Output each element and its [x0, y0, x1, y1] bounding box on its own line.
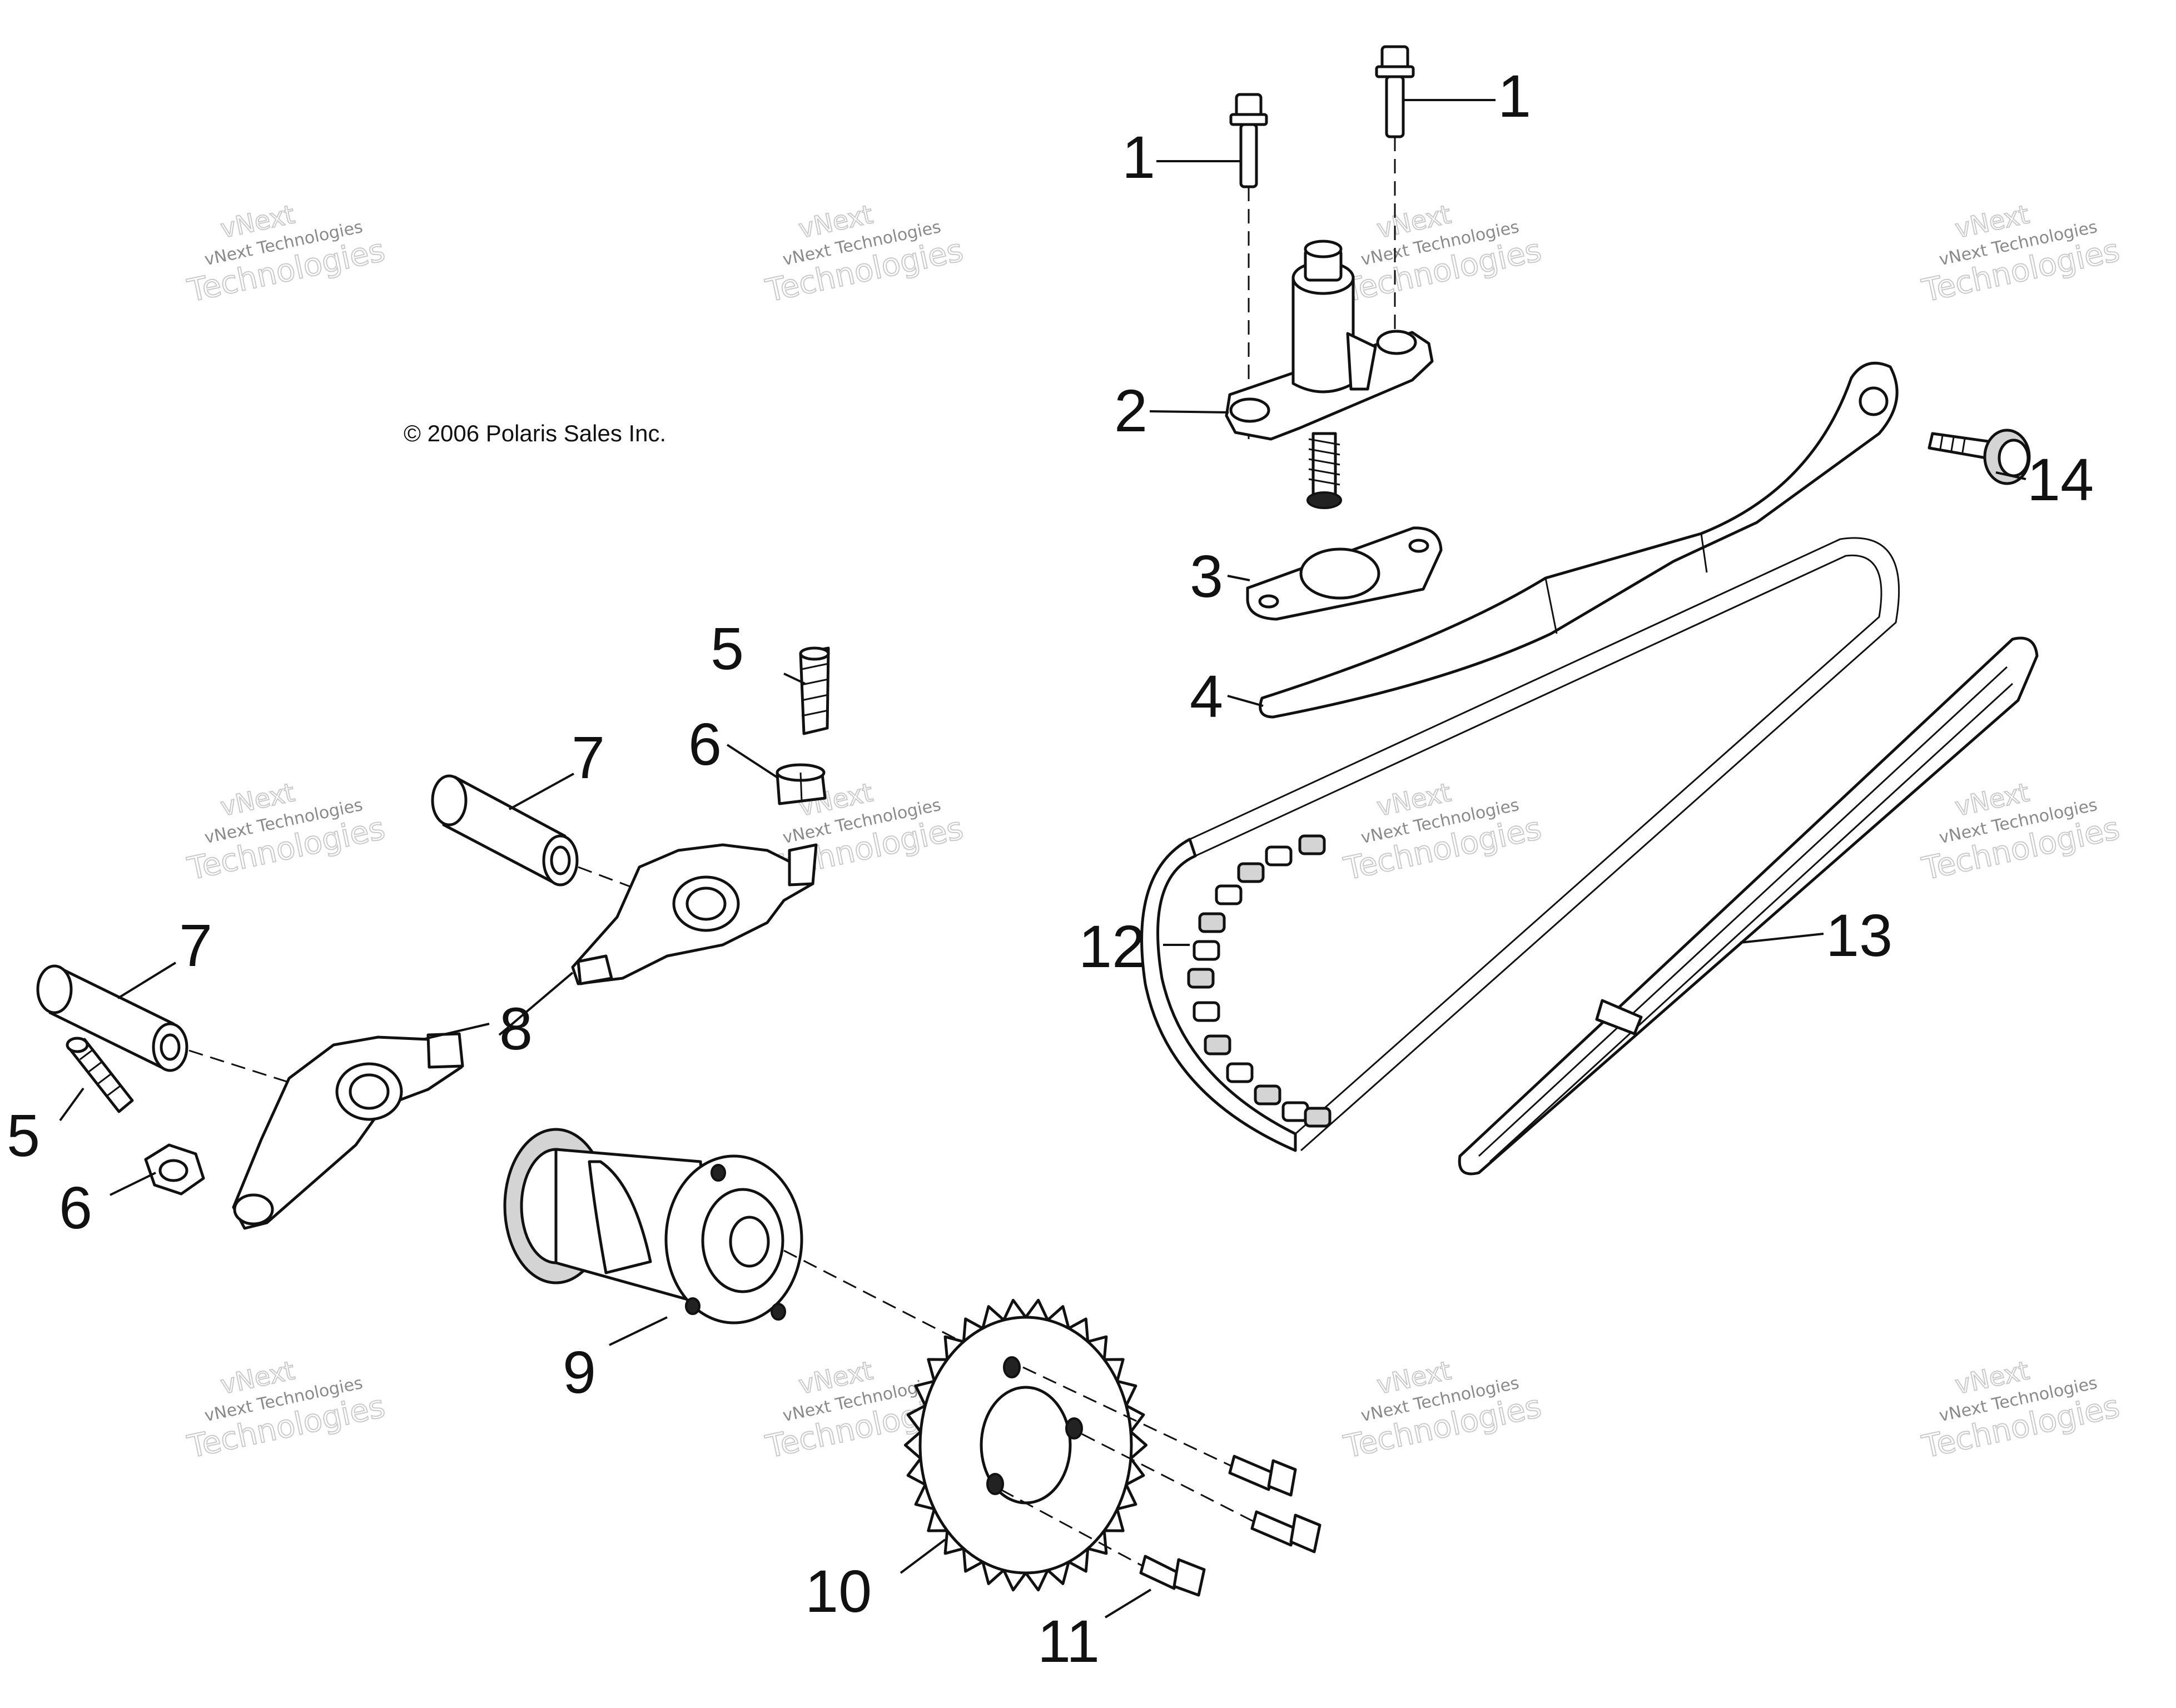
leader-lines: [59, 99, 2026, 1619]
chain-link: [1204, 1034, 1231, 1055]
chain-link-group: [1187, 834, 1332, 1128]
part-11-sprocket-bolt-upper: [1022, 1366, 1297, 1497]
part-5-adjuster-screw-upper: [799, 646, 830, 735]
callout-9: 9: [563, 1338, 596, 1406]
tensioner-spring: [1306, 432, 1342, 509]
chain-link: [1226, 1062, 1254, 1083]
part-13-chain-guide: [1458, 636, 2039, 1176]
part-4-tensioner-guide: [1259, 361, 1899, 719]
callout-8: 8: [499, 995, 533, 1062]
callout-7-upper: 7: [572, 724, 605, 791]
callout-6-lower: 6: [59, 1174, 92, 1241]
callout-7-lower: 7: [179, 912, 212, 979]
callout-14: 14: [2027, 446, 2094, 513]
callout-1-left: 1: [1122, 123, 1155, 191]
part-8-rocker-arm-upper: [571, 843, 818, 985]
callout-10: 10: [805, 1557, 872, 1625]
chain-link: [1265, 845, 1293, 867]
callout-3: 3: [1190, 542, 1223, 610]
callout-4: 4: [1190, 663, 1223, 730]
chain-link: [1237, 862, 1265, 883]
part-5-adjuster-screw-lower: [66, 1037, 134, 1113]
part-12-cam-chain: [1140, 537, 1900, 1152]
part-9-camshaft: [503, 1128, 1001, 1363]
callout-5-upper: 5: [711, 615, 744, 682]
part-6-locknut-upper: [776, 763, 827, 805]
part-6-locknut-lower: [144, 1143, 205, 1196]
chain-link: [1187, 968, 1215, 989]
chain-link: [1298, 834, 1326, 855]
chain-link: [1193, 940, 1220, 961]
chain-link: [1304, 1107, 1332, 1128]
callout-6-upper: 6: [688, 710, 722, 778]
chain-link: [1254, 1084, 1281, 1106]
callout-5-lower: 5: [7, 1102, 40, 1169]
chain-link: [1215, 884, 1243, 905]
chain-link: [1198, 912, 1226, 933]
callout-1-right: 1: [1498, 62, 1531, 130]
callout-numbers: 1 1 2 3 4 14 5 6 7 7 8 5 6 9 10 11 12 13: [7, 62, 2094, 1675]
part-14-pivot-bolt: [1927, 429, 2031, 485]
callout-2: 2: [1114, 377, 1147, 444]
part-11-sprocket-bolt-middle: [1081, 1433, 1322, 1553]
callout-13: 13: [1826, 902, 1892, 969]
part-7-rocker-shaft-lower: [36, 964, 312, 1090]
part-11-sprocket-bolt-lower: [1000, 1488, 1206, 1597]
part-2-chain-tensioner: [1225, 240, 1434, 509]
copyright-notice: © 2006 Polaris Sales Inc.: [404, 420, 666, 446]
part-8-rocker-arm-lower: [232, 1032, 464, 1230]
part-1-bolt-right: [1375, 45, 1415, 339]
callout-12: 12: [1079, 913, 1145, 980]
callout-11: 11: [1037, 1607, 1100, 1675]
chain-link: [1281, 1101, 1309, 1122]
chain-link: [1193, 1001, 1220, 1022]
part-7-rocker-shaft-upper: [431, 774, 668, 902]
part-3-gasket: [1246, 526, 1443, 621]
part-10-cam-sprocket: [903, 1298, 1148, 1592]
